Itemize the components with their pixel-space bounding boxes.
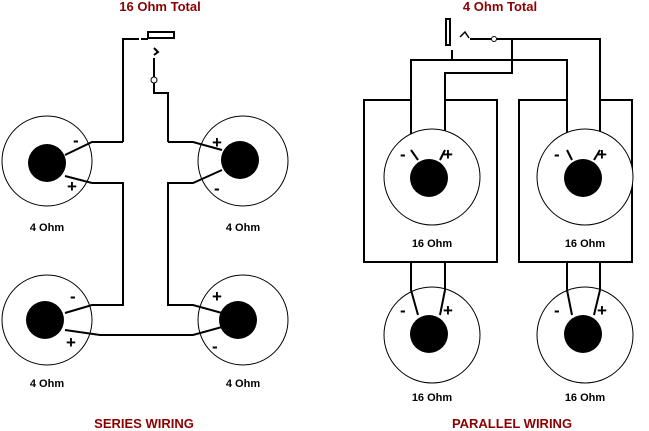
- speaker-series-1: - + 4 Ohm: [1, 115, 93, 234]
- svg-text:+: +: [66, 333, 76, 352]
- svg-text:-: -: [212, 337, 218, 356]
- svg-text:+: +: [212, 133, 222, 152]
- speaker-label: 16 Ohm: [412, 392, 453, 404]
- speaker-label: 4 Ohm: [226, 222, 260, 234]
- jack-icon: [147, 31, 175, 39]
- speaker-label: 16 Ohm: [565, 392, 606, 404]
- svg-text:-: -: [400, 301, 406, 320]
- svg-text:+: +: [597, 301, 607, 320]
- svg-text:-: -: [554, 145, 560, 164]
- speaker-label: 4 Ohm: [30, 378, 64, 390]
- svg-text:+: +: [443, 301, 453, 320]
- speaker-series-3: - + 4 Ohm: [1, 274, 93, 390]
- svg-text:+: +: [212, 287, 222, 306]
- speaker-label: 16 Ohm: [412, 238, 453, 250]
- parallel-total-label: 4 Ohm Total: [463, 0, 537, 14]
- parallel-caption: PARALLEL WIRING: [452, 416, 572, 431]
- parallel-wiring-diagram: 4 Ohm Total - + 16 Ohm - + 16 Ohm: [363, 0, 634, 431]
- speaker-parallel-2: - + 16 Ohm: [536, 128, 634, 250]
- svg-text:+: +: [443, 145, 453, 164]
- speaker-label: 4 Ohm: [226, 378, 260, 390]
- series-caption: SERIES WIRING: [94, 416, 194, 431]
- speaker-label: 4 Ohm: [30, 222, 64, 234]
- speaker-parallel-1: - + 16 Ohm: [383, 128, 481, 250]
- svg-text:-: -: [70, 287, 76, 306]
- speaker-series-2: + - 4 Ohm: [197, 115, 289, 234]
- svg-text:-: -: [73, 131, 79, 150]
- svg-text:-: -: [554, 301, 560, 320]
- switch-contact: [150, 76, 158, 84]
- speaker-parallel-4: - + 16 Ohm: [536, 286, 634, 404]
- svg-text:+: +: [597, 145, 607, 164]
- series-total-label: 16 Ohm Total: [119, 0, 200, 14]
- speaker-label: 16 Ohm: [565, 238, 606, 250]
- speaker-series-4: + - 4 Ohm: [197, 274, 289, 390]
- speaker-parallel-3: - + 16 Ohm: [383, 286, 481, 404]
- jack-icon: [445, 18, 451, 46]
- svg-text:-: -: [400, 145, 406, 164]
- svg-text:-: -: [214, 179, 220, 198]
- series-wiring-diagram: 16 Ohm Total - + 4 Ohm + - 4 Ohm - + 4 O…: [1, 0, 289, 431]
- svg-text:+: +: [67, 177, 77, 196]
- switch-contact: [491, 36, 497, 42]
